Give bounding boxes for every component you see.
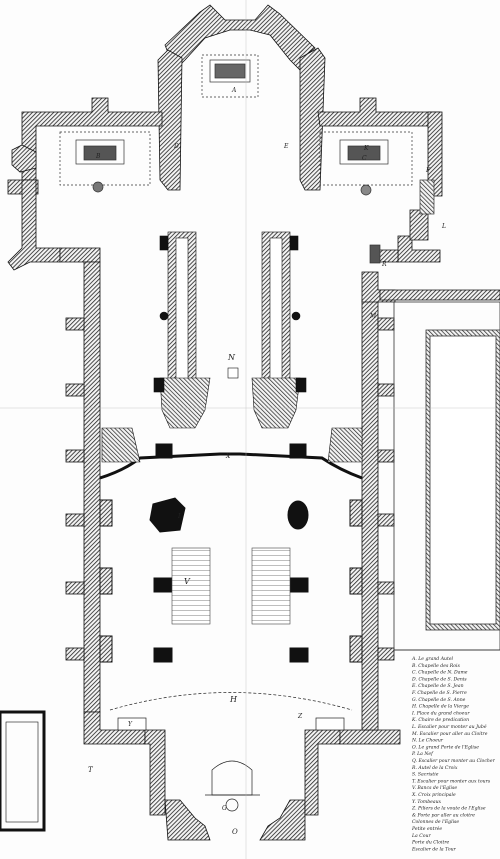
legend-entry: H. Chapelle de la Vierge: [411, 704, 469, 710]
legend-entry: E. Chapelle de S. Jean: [411, 683, 464, 689]
legend-entry: Colonnes de l'Eglise: [412, 819, 459, 825]
label-k: K: [363, 145, 369, 152]
benches: [171, 547, 291, 625]
label-b: B: [95, 153, 101, 160]
legend-entry: B. Chapelle des Rois: [411, 663, 460, 669]
legend-entry: K. Chaire de predication: [411, 717, 469, 723]
legend-entry: X. Croix principale: [411, 792, 456, 798]
label-d: D: [173, 143, 179, 150]
legend-entry: Petite entrée: [411, 825, 442, 832]
label-g: G: [222, 805, 227, 812]
legend-entry: V. Bancs de l'Eglise: [412, 785, 457, 791]
label-o: O: [232, 828, 238, 836]
label-m: M: [369, 313, 377, 320]
legend-entry: T. Escalier pour monter aux tours: [412, 778, 491, 784]
label-n: N: [227, 353, 236, 362]
legend-entry: L. Escalier pour monter au Jubé: [411, 723, 487, 730]
label-h: H: [229, 695, 238, 704]
label-l: L: [441, 223, 446, 230]
label-t: T: [88, 766, 94, 774]
legend-entry: C. Chapelle de N. Dame: [412, 670, 468, 676]
legend-entry: A. Le grand Autel: [411, 656, 454, 662]
legend-entry: & Porte par aller au cloitre: [412, 812, 475, 818]
legend-entry: D. Chapelle de S. Denis: [411, 676, 467, 682]
legend-entry: Q. Escalier pour monter au Clocher: [412, 758, 496, 764]
legend-entry: Porte du Cloitre: [411, 840, 450, 846]
label-i: I: [177, 513, 181, 520]
label-r: R: [381, 261, 387, 268]
label-a: A: [231, 87, 237, 94]
label-x: X: [225, 453, 231, 460]
legend-entry: I. Place du grand choeur: [411, 710, 470, 716]
plan-labels: A B C D E F G H I K L M N O R T V X Y Z: [88, 87, 446, 836]
walls: [7, 4, 500, 841]
legend-entry: F. Chapelle de S. Pierre: [411, 690, 467, 696]
legend-entry: Escalier de la Tour: [411, 846, 457, 852]
legend-entry: M. Escalier pour aller au Cloitre: [411, 731, 488, 737]
nave-pillars: [99, 497, 363, 663]
entrance: [109, 692, 353, 812]
legend-entry: R. Autel de la Croix: [411, 765, 458, 771]
choir-screen: [99, 427, 363, 480]
label-f: F: [425, 167, 431, 174]
label-v: V: [184, 577, 191, 586]
label-y: Y: [128, 721, 133, 728]
legend-entry: Z. Piliers de la voute de l'Eglise: [411, 806, 486, 812]
legend-entry: O. Le grand Porte de l'Eglise: [412, 744, 479, 750]
label-e: E: [283, 143, 289, 150]
side-building: [0, 710, 46, 832]
chapels: [59, 54, 435, 264]
legend-entry: Y. Tombeaux: [412, 799, 442, 805]
legend-entry: La Cour: [411, 833, 431, 839]
cloister: [393, 301, 500, 651]
legend-entry: N. Le Choeur: [411, 738, 444, 744]
legend-entry: G. Chapelle de S. Anne: [412, 697, 466, 703]
label-c: C: [362, 155, 367, 162]
legend-entry: S. Sacristie: [412, 772, 439, 778]
legend-entry: P. La Nef: [411, 751, 434, 757]
choir-stalls: [153, 231, 307, 429]
label-z: Z: [297, 713, 303, 720]
